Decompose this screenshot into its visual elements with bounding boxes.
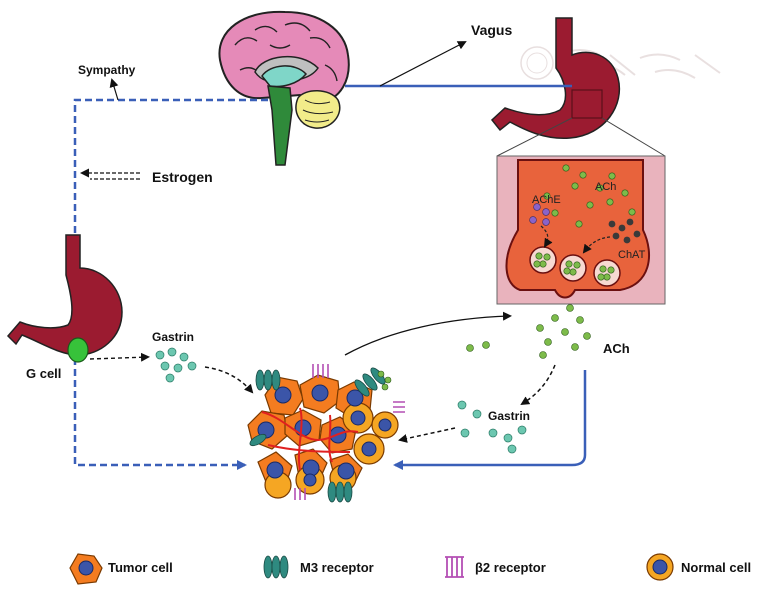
zoom-line-right	[601, 117, 666, 157]
g-cell-to-gastrin-arrow	[89, 352, 150, 362]
ach-right-label: ACh	[603, 341, 630, 356]
legend: Tumor cell M3 receptor β2 receptor Norma…	[69, 553, 751, 585]
legend-tumor-cell-label: Tumor cell	[108, 560, 173, 575]
vagus-arrow	[379, 41, 467, 87]
synapse-inset	[496, 155, 666, 305]
stomach-left-illustration	[6, 234, 123, 356]
ach-to-gastrin-arrow	[520, 364, 556, 406]
watermark-seal	[520, 46, 721, 80]
gastrin-right-to-tumor-arrow	[398, 427, 456, 443]
estrogen-label: Estrogen	[152, 169, 213, 185]
sympathy-label: Sympathy	[78, 63, 136, 77]
ach-to-tumor-line	[393, 370, 587, 470]
brain-illustration	[218, 10, 350, 166]
zoom-line-left	[496, 117, 573, 157]
legend-tumor-cell-icon	[69, 553, 103, 585]
estrogen-arrow	[80, 168, 140, 180]
gastrin-to-tumor-arrow	[204, 366, 254, 394]
gastrin-right-particles	[457, 400, 527, 454]
gastrin-right-label: Gastrin	[488, 409, 530, 423]
chat-label: ChAT	[618, 249, 646, 261]
ache-label: AChE	[532, 194, 561, 206]
legend-normal-cell-icon	[646, 553, 674, 581]
vagus-label: Vagus	[471, 22, 512, 38]
sympathy-arrow	[109, 78, 119, 101]
legend-m3-receptor-label: M3 receptor	[300, 560, 374, 575]
legend-beta2-receptor-label: β2 receptor	[475, 560, 546, 575]
ach-released-particles	[466, 304, 591, 359]
legend-m3-receptor-icon	[263, 555, 289, 579]
gastrin-left-particles	[155, 347, 197, 383]
gastrin-left-label: Gastrin	[152, 330, 194, 344]
g-cell-label: G cell	[26, 366, 61, 381]
legend-beta2-receptor-icon	[445, 556, 464, 578]
tumor-to-synapse-arrow	[344, 311, 512, 356]
ach-synapse-label: ACh	[595, 181, 616, 193]
tumor-cluster	[247, 364, 405, 503]
legend-normal-cell-label: Normal cell	[681, 560, 751, 575]
g-cell-icon	[67, 337, 89, 363]
